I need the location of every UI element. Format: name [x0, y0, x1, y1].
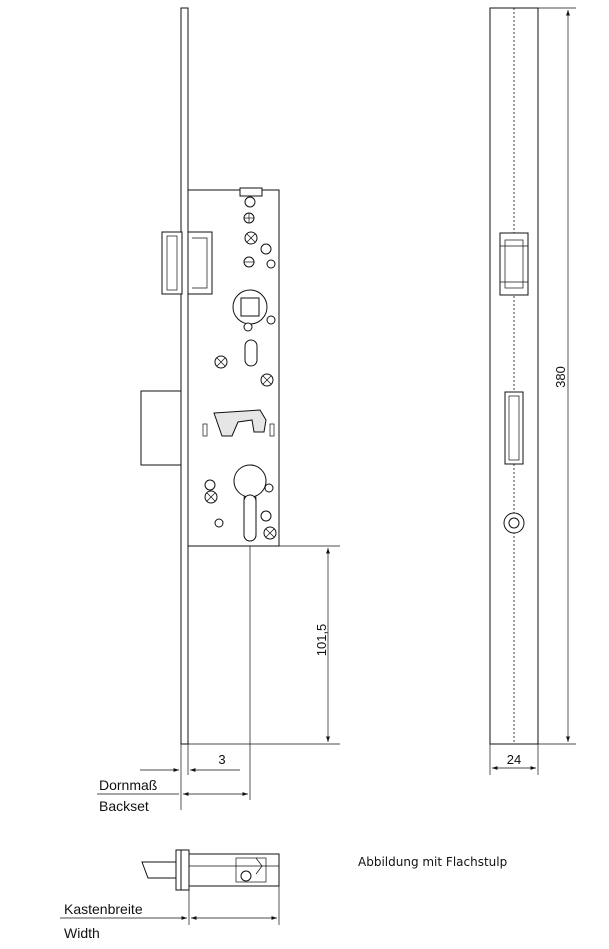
- caption: Abbildung mit Flachstulp: [358, 855, 507, 869]
- upper-latch: [161, 231, 213, 295]
- label-width-de: Kastenbreite: [64, 901, 143, 917]
- deadbolt: [140, 390, 182, 466]
- dim-distance: 101,5: [314, 624, 329, 657]
- dim-offset: 3: [218, 752, 225, 767]
- label-backset-en: Backset: [99, 798, 149, 814]
- label-width-en: Width: [64, 925, 100, 941]
- lock-case: [187, 189, 280, 547]
- case-details: [202, 187, 277, 542]
- dim-strip-width: 24: [507, 752, 521, 767]
- dim-strip-height: 380: [553, 366, 568, 388]
- faceplate: [180, 7, 189, 745]
- faceplate-strip-view: 380 24: [489, 7, 576, 775]
- lock-top-view: Kastenbreite Width: [60, 849, 280, 941]
- label-backset-de: Dornmaß: [99, 777, 157, 793]
- lock-front-view: 101,5 3 Dornmaß Backset: [97, 7, 340, 814]
